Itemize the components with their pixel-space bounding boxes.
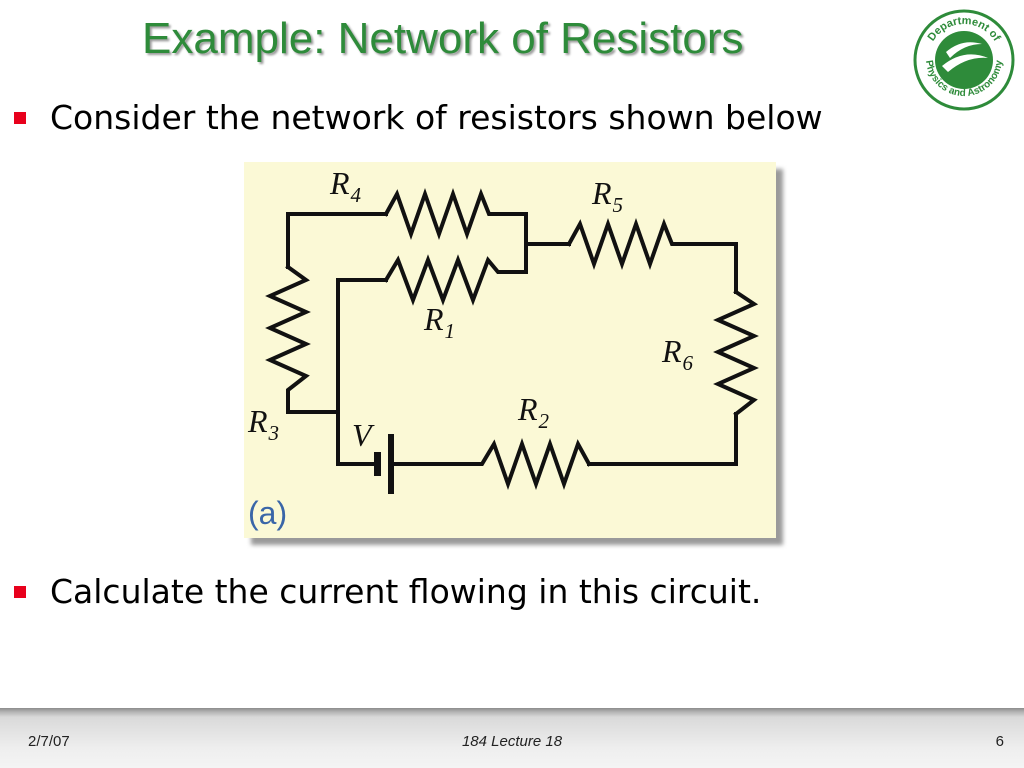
slide-footer: 2/7/07 184 Lecture 18 6 <box>0 708 1024 768</box>
resistor-r5 <box>566 217 738 271</box>
bullet-marker-2 <box>14 586 26 598</box>
department-seal-icon: Department of Physics and Astronomy <box>913 9 1015 111</box>
footer-page-number: 6 <box>995 733 1004 750</box>
bullet-text-2: Calculate the current flowing in this ci… <box>50 572 762 611</box>
resistor-r3 <box>265 264 340 414</box>
label-r3: R3 <box>247 403 279 445</box>
label-r2: R2 <box>517 391 550 433</box>
footer-date: 2/7/07 <box>28 733 70 750</box>
department-logo: Department of Physics and Astronomy <box>912 8 1016 112</box>
resistor-r2 <box>460 437 592 491</box>
wire-battery-left <box>336 410 378 466</box>
wire-inner-left <box>336 278 388 419</box>
label-r1: R1 <box>423 301 455 343</box>
bullet-text-1: Consider the network of resistors shown … <box>50 98 823 137</box>
slide-title: Example: Network of Resistors <box>142 14 744 63</box>
battery-short-plate <box>374 452 381 476</box>
resistor-r6 <box>713 289 759 417</box>
resistor-r4 <box>383 187 528 241</box>
wire-right-bottom <box>587 412 738 466</box>
label-r6: R6 <box>661 333 694 375</box>
label-v: V <box>352 417 375 453</box>
bullet-marker-1 <box>14 112 26 124</box>
circuit-schematic: R4 R5 R1 R6 R3 R2 V (a) <box>247 165 759 531</box>
label-r4: R4 <box>329 165 362 207</box>
resistor-r1 <box>383 254 528 306</box>
circuit-diagram: R4 R5 R1 R6 R3 R2 V (a) <box>244 162 776 538</box>
battery-long-plate <box>388 434 394 494</box>
figure-label: (a) <box>248 495 287 531</box>
label-r5: R5 <box>591 175 623 217</box>
wire-top-left <box>286 212 388 269</box>
footer-lecture: 184 Lecture 18 <box>461 733 563 750</box>
